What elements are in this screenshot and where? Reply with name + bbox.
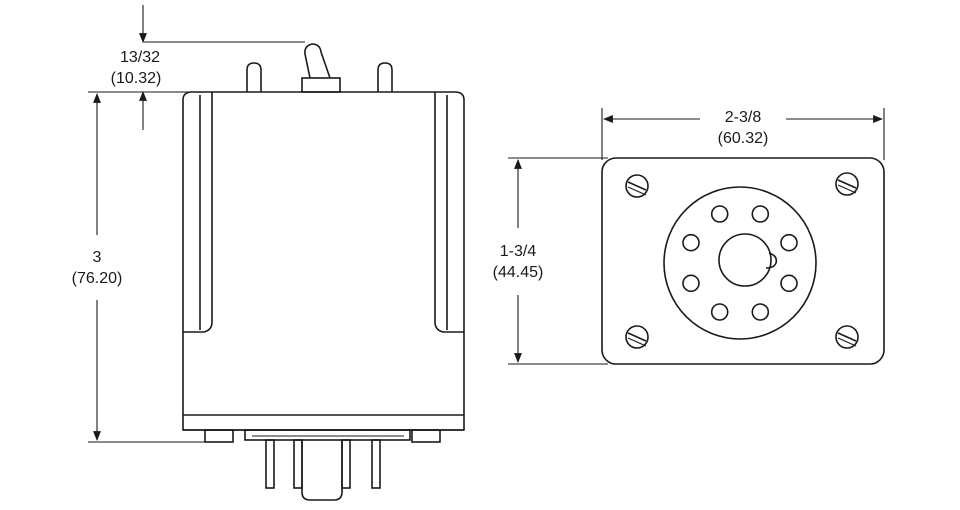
screw-head [835, 172, 859, 196]
pin-hole [780, 233, 798, 252]
screw-head [625, 174, 649, 198]
dim-plate-height-fraction: 1-3/4 [500, 243, 537, 260]
pin-hole [682, 233, 700, 252]
pin-hole [751, 303, 770, 321]
top-terminals [246, 43, 393, 93]
relay-base [204, 429, 441, 443]
pin-hole [780, 274, 798, 293]
dim-plate-height: 1-3/4 (44.45) [493, 157, 608, 365]
dim-height: 3 (76.20) [72, 91, 205, 443]
bottom-view: 2-3/8 (60.32) 1-3/4 (44.45) [493, 108, 885, 365]
dim-plate-height-metric: (44.45) [493, 264, 544, 281]
center-key [718, 233, 772, 287]
dim-width-metric: (60.32) [718, 130, 769, 147]
pin-hole [751, 205, 770, 223]
mounting-screws [625, 172, 859, 349]
dim-top-offset-fraction: 13/32 [120, 49, 160, 66]
dim-width: 2-3/8 (60.32) [601, 108, 885, 160]
pin-hole [710, 303, 729, 321]
mounting-plate [601, 157, 885, 365]
dim-width-fraction: 2-3/8 [725, 109, 762, 126]
dim-height-fraction: 3 [93, 249, 102, 266]
side-view: 13/32 (10.32) 3 (76.20) [72, 5, 465, 501]
relay-body [182, 91, 465, 431]
screw-head [835, 325, 859, 349]
socket-ring [663, 186, 817, 340]
pin-hole [682, 274, 700, 293]
screw-head [625, 325, 649, 349]
pin-hole [710, 205, 729, 223]
dim-top-offset: 13/32 (10.32) [111, 5, 305, 130]
dim-top-offset-metric: (10.32) [111, 70, 162, 87]
pin-holes [682, 205, 798, 321]
key-notch [765, 252, 778, 269]
dim-height-metric: (76.20) [72, 270, 123, 287]
bottom-pins [265, 439, 381, 501]
